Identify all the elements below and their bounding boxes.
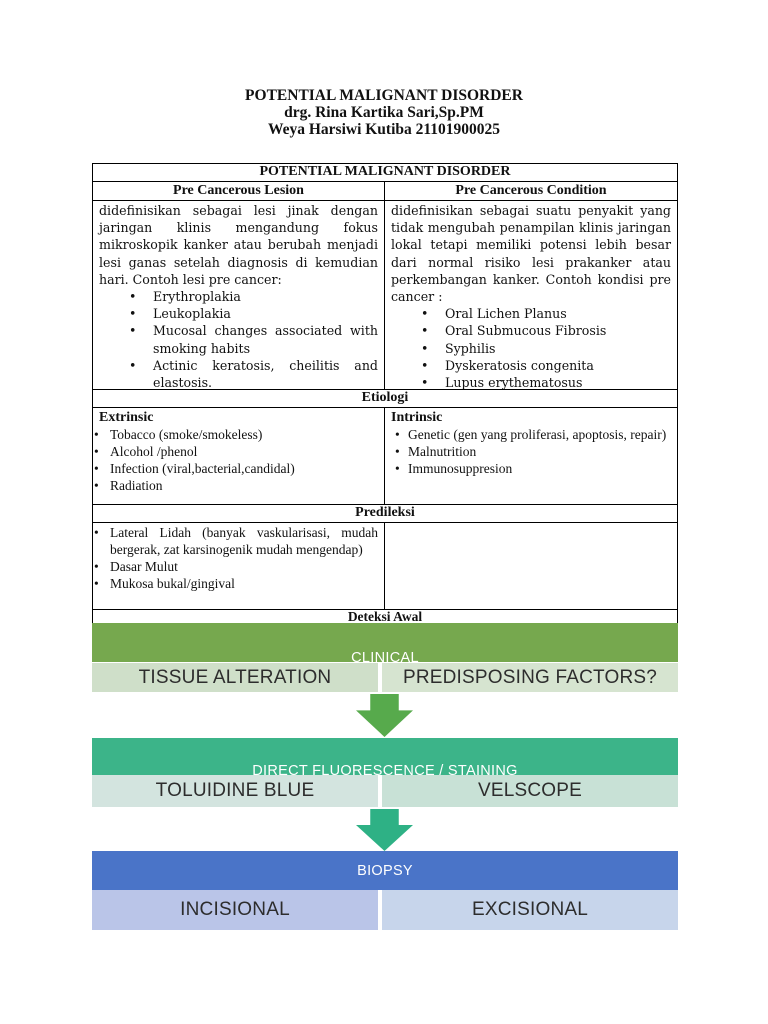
list-item: Mucosal changes associated with smoking …: [99, 322, 378, 356]
list-item: Leukoplakia: [99, 305, 378, 322]
doc-author: drg. Rina Kartika Sari,Sp.PM: [284, 104, 484, 121]
fluorescence-subboxes: TOLUIDINE BLUE VELSCOPE: [92, 775, 678, 807]
doc-student-id: Weya Harsiwi Kutiba 21101900025: [267, 121, 501, 138]
incisional-box: INCISIONAL: [92, 890, 378, 930]
tissue-alteration-box: TISSUE ALTERATION: [92, 663, 378, 692]
doc-title: POTENTIAL MALIGNANT DISORDER: [245, 87, 523, 104]
down-arrow-icon: [356, 809, 413, 851]
lesion-example-list: Erythroplakia Leukoplakia Mucosal change…: [99, 288, 378, 389]
biopsy-bar-label: BIOPSY: [357, 862, 413, 879]
down-arrow-icon: [356, 694, 413, 737]
column-header-row: Pre Cancerous Lesion Pre Cancerous Condi…: [93, 182, 677, 201]
fluorescence-bar: DIRECT FLUORESCENCE / STAINING: [92, 738, 678, 775]
predileksi-empty-cell: [385, 523, 677, 609]
list-item: Syphilis: [391, 340, 671, 357]
etiologi-row: Extrinsic Tobacco (smoke/smokeless) Alco…: [93, 408, 677, 505]
velscope-box: VELSCOPE: [382, 775, 678, 807]
clinical-bar-label: CLINICAL: [351, 650, 419, 662]
intrinsic-cell: Intrinsic Genetic (gen yang proliferasi,…: [385, 408, 677, 504]
clinical-subboxes: TISSUE ALTERATION PREDISPOSING FACTORS?: [92, 663, 678, 692]
intrinsic-list: Genetic (gen yang proliferasi, apoptosis…: [391, 426, 671, 477]
etiologi-header: Etiologi: [93, 390, 677, 408]
toluidine-blue-label: TOLUIDINE BLUE: [155, 780, 315, 801]
fluorescence-bar-label: DIRECT FLUORESCENCE / STAINING: [252, 763, 518, 775]
biopsy-bar: BIOPSY: [92, 851, 678, 890]
extrinsic-header: Extrinsic: [99, 410, 154, 425]
document-header: POTENTIAL MALIGNANT DISORDER drg. Rina K…: [0, 87, 768, 138]
deteksi-awal-header: Deteksi Awal: [347, 610, 423, 624]
extrinsic-cell: Extrinsic Tobacco (smoke/smokeless) Alco…: [93, 408, 385, 504]
list-item: Erythroplakia: [99, 288, 378, 305]
predisposing-factors-label: PREDISPOSING FACTORS?: [402, 666, 658, 688]
predileksi-list: Lateral Lidah (banyak vaskularisasi, mud…: [94, 524, 378, 592]
list-item: Immunosuppresion: [391, 460, 671, 477]
main-table: POTENTIAL MALIGNANT DISORDER Pre Cancero…: [92, 163, 678, 625]
predileksi-row: Lateral Lidah (banyak vaskularisasi, mud…: [93, 523, 677, 610]
list-item: Infection (viral,bacterial,candidal): [94, 460, 378, 477]
list-item: Radiation: [94, 477, 378, 494]
incisional-label: INCISIONAL: [180, 899, 290, 920]
predisposing-factors-box: PREDISPOSING FACTORS?: [382, 663, 678, 692]
list-item: Actinic keratosis, cheilitis and elastos…: [99, 357, 378, 389]
list-item: Genetic (gen yang proliferasi, apoptosis…: [391, 426, 671, 443]
condition-example-list: Oral Lichen Planus Oral Submucous Fibros…: [391, 305, 671, 389]
list-item: Malnutrition: [391, 443, 671, 460]
list-item: Dasar Mulut: [94, 558, 378, 575]
predileksi-header: Predileksi: [93, 505, 677, 523]
toluidine-blue-box: TOLUIDINE BLUE: [92, 775, 378, 807]
excisional-box: EXCISIONAL: [382, 890, 678, 930]
excisional-label: EXCISIONAL: [471, 899, 589, 920]
intrinsic-header: Intrinsic: [391, 410, 443, 425]
list-item: Oral Submucous Fibrosis: [391, 322, 671, 339]
velscope-label: VELSCOPE: [477, 780, 583, 801]
predileksi-cell: Lateral Lidah (banyak vaskularisasi, mud…: [93, 523, 385, 609]
list-item: Mukosa bukal/gingival: [94, 575, 378, 592]
extrinsic-list: Tobacco (smoke/smokeless) Alcohol /pheno…: [94, 426, 378, 494]
table-title: POTENTIAL MALIGNANT DISORDER: [93, 164, 677, 182]
list-item: Lateral Lidah (banyak vaskularisasi, mud…: [94, 524, 378, 558]
definition-row: didefinisikan sebagai lesi jinak dengan …: [93, 201, 677, 390]
condition-definition-text: didefinisikan sebagai suatu penyakit yan…: [391, 203, 671, 305]
biopsy-subboxes: INCISIONAL EXCISIONAL: [92, 890, 678, 930]
clinical-bar: CLINICAL: [92, 623, 678, 662]
list-item: Oral Lichen Planus: [391, 305, 671, 322]
col-header-condition: Pre Cancerous Condition: [455, 183, 607, 198]
list-item: Dyskeratosis congenita: [391, 357, 671, 374]
lesion-definition-text: didefinisikan sebagai lesi jinak dengan …: [99, 203, 378, 287]
tissue-alteration-label: TISSUE ALTERATION: [138, 666, 332, 688]
list-item: Tobacco (smoke/smokeless): [94, 426, 378, 443]
list-item: Alcohol /phenol: [94, 443, 378, 460]
list-item: Lupus erythematosus: [391, 374, 671, 389]
col-header-lesion: Pre Cancerous Lesion: [93, 182, 385, 200]
lesion-definition-cell: didefinisikan sebagai lesi jinak dengan …: [93, 201, 385, 389]
condition-definition-cell: didefinisikan sebagai suatu penyakit yan…: [385, 201, 677, 389]
